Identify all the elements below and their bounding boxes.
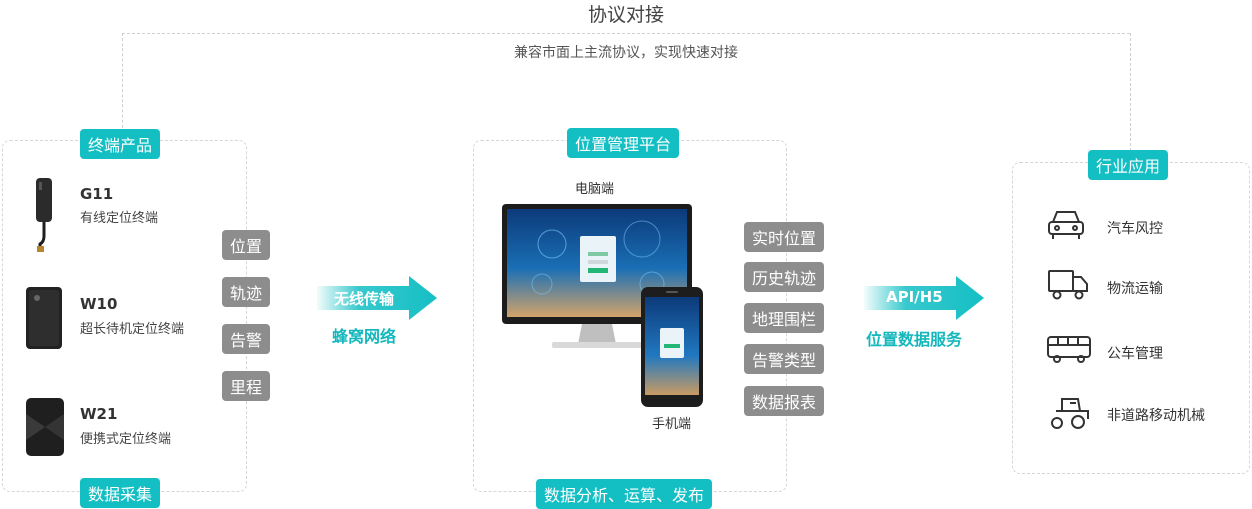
device-w10-desc: 超长待机定位终端 [80, 322, 185, 337]
terminal-panel-tag: 终端产品 [80, 129, 161, 159]
platform-panel-tag: 位置管理平台 [567, 128, 680, 158]
feature-tag-report: 数据报表 [744, 386, 825, 416]
feature-tag-mileage: 里程 [222, 371, 271, 401]
mobile-label: 手机端 [652, 417, 692, 432]
industry-car-label: 汽车风控 [1107, 221, 1163, 237]
pc-label: 电脑端 [575, 182, 615, 197]
page-title: 协议对接 [587, 4, 664, 26]
tractor-icon [1048, 395, 1092, 435]
device-g11-name: G11 [80, 185, 114, 203]
feature-tag-alarm-type: 告警类型 [744, 344, 825, 374]
api-arrow-label: API/H5 [886, 288, 943, 306]
device-g11-image [30, 176, 58, 258]
industry-panel-tag: 行业应用 [1088, 150, 1169, 180]
industry-bus-label: 公车管理 [1107, 346, 1163, 362]
device-w21-desc: 便携式定位终端 [80, 432, 172, 447]
wireless-arrow-label: 无线传输 [334, 290, 395, 308]
device-w10-image [24, 285, 64, 355]
truck-icon [1047, 268, 1089, 306]
car-icon [1047, 208, 1085, 246]
api-arrow-sub: 位置数据服务 [866, 330, 963, 349]
feature-tag-alarm: 告警 [222, 324, 271, 354]
feature-tag-geofence: 地理围栏 [744, 303, 825, 333]
feature-tag-history: 历史轨迹 [744, 262, 825, 292]
device-w21-image [24, 396, 66, 462]
industry-machinery-label: 非道路移动机械 [1107, 408, 1205, 424]
industry-logistics-label: 物流运输 [1107, 281, 1163, 297]
api-arrow [864, 276, 986, 324]
wireless-arrow [317, 276, 439, 324]
data-collection-tag: 数据采集 [80, 478, 161, 508]
wireless-arrow-sub: 蜂窝网络 [332, 327, 397, 346]
protocol-connector-top [122, 33, 1130, 34]
feature-tag-track: 轨迹 [222, 277, 271, 307]
protocol-connector-left [122, 33, 123, 138]
page-subtitle: 兼容市面上主流协议，实现快速对接 [514, 45, 738, 61]
bus-icon [1046, 335, 1092, 369]
phone-image [640, 286, 704, 412]
protocol-connector-right [1130, 33, 1131, 151]
device-g11-desc: 有线定位终端 [80, 211, 159, 226]
feature-tag-position: 位置 [222, 230, 271, 260]
feature-tag-realtime: 实时位置 [744, 222, 825, 252]
device-w10-name: W10 [80, 295, 118, 313]
platform-bottom-tag: 数据分析、运算、发布 [536, 479, 713, 509]
device-w21-name: W21 [80, 405, 118, 423]
